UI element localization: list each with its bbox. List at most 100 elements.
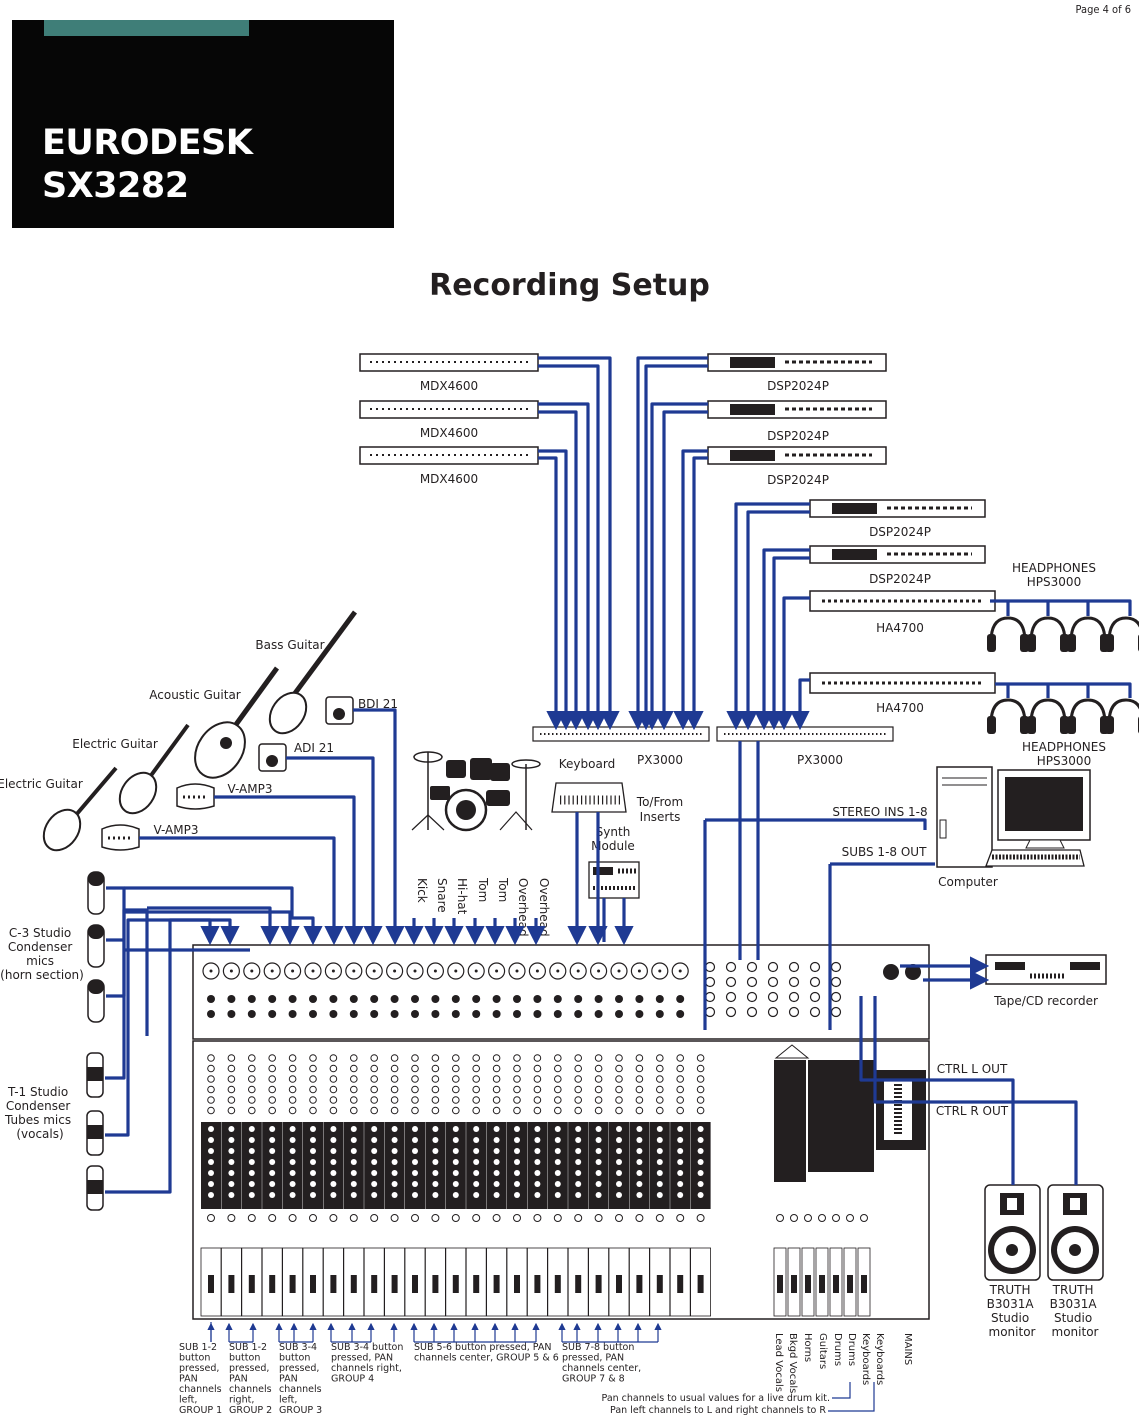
- ctrl-l-out-label: CTRL L OUT: [937, 1062, 1008, 1076]
- acoustic-guitar-icon: [194, 666, 280, 779]
- mixer-channel-strip: [567, 962, 589, 1317]
- dsp2024p-units: DSP2024P DSP2024P DSP2024P DSP2024P DSP2…: [707, 353, 986, 586]
- mixer-channel-strip: [649, 962, 671, 1317]
- px3000-label: PX3000: [797, 753, 843, 767]
- mdx4600-units: MDX4600 MDX4600 MDX4600: [359, 353, 539, 486]
- synth-module-label: Module: [591, 839, 635, 853]
- ha4700-unit: [809, 590, 996, 612]
- ha4700-units: HA4700 HA4700: [809, 590, 996, 715]
- px3000-patchbays: PX3000 PX3000 To/From Inserts: [532, 726, 894, 824]
- mixer-channel-strip: [608, 962, 630, 1317]
- c3-condenser-mic-icon: [87, 979, 105, 1023]
- mains-channel-label: Horns: [802, 1333, 813, 1362]
- pan-note-1: Pan channels to usual values for a live …: [602, 1393, 830, 1404]
- mains-channel-label: Keyboards: [874, 1333, 885, 1385]
- v-amp3-label: V-AMP3: [153, 823, 198, 837]
- headphones-icon: [1067, 616, 1109, 652]
- headphones-model-top: HPS3000: [1027, 575, 1081, 589]
- mdx4600-unit: [359, 353, 539, 372]
- mains-channel-label: Guitars: [817, 1333, 828, 1369]
- mixer-console: [192, 944, 930, 1320]
- ctrl-r-out-label: CTRL R OUT: [936, 1104, 1009, 1118]
- dsp2024p-label: DSP2024P: [767, 473, 829, 487]
- mixer-channel-strip: [588, 962, 609, 1317]
- t1-tube-mic-icon: [86, 1165, 104, 1211]
- c3-condenser-mic-icon: [87, 924, 105, 968]
- signal-cables: [105, 356, 1132, 1194]
- mains-channel-label: Keyboards: [860, 1333, 871, 1385]
- mdx4600-unit: [359, 446, 539, 465]
- mixer-channel-strip: [261, 962, 283, 1317]
- drum-channel-label: Overhead: [537, 878, 551, 937]
- ha4700-label: HA4700: [876, 701, 924, 715]
- mixer-channel-strip: [363, 962, 385, 1317]
- group-label-4: SUB 3-4 button pressed, PAN channels rig…: [331, 1342, 406, 1385]
- v-amp3-pedal: [176, 783, 215, 810]
- headphones-icon: [987, 698, 1029, 734]
- mains-channel-label: Drums: [846, 1333, 857, 1366]
- mixer-channel-strip: [486, 962, 508, 1317]
- c3-condenser-mic-icon: [87, 871, 105, 915]
- group-label-5-6: SUB 5-6 button pressed, PAN channels cen…: [414, 1342, 559, 1364]
- tape-cd-label: Tape/CD recorder: [993, 994, 1098, 1008]
- mains-channel-label: Drums: [832, 1333, 843, 1366]
- tape-cd-recorder: Tape/CD recorder: [985, 954, 1107, 1008]
- headphones-icon: [987, 616, 1029, 652]
- electric-guitar-icon: [118, 723, 190, 815]
- t1-tube-mic-icon: [86, 1052, 104, 1098]
- adi21-label: ADI 21: [294, 741, 334, 755]
- mdx4600-label: MDX4600: [420, 472, 478, 486]
- dsp2024p-label: DSP2024P: [767, 429, 829, 443]
- mdx4600-unit: [359, 400, 539, 419]
- electric-guitar-icon: [42, 766, 118, 852]
- drum-channel-label: Kick: [415, 878, 429, 903]
- dsp2024p-label: DSP2024P: [767, 379, 829, 393]
- keyboard-label: Keyboard: [559, 757, 615, 771]
- product-title: EURODESK SX3282: [42, 122, 253, 208]
- dsp2024p-label: DSP2024P: [869, 572, 931, 586]
- electric-guitar-label: Electric Guitar: [0, 777, 83, 791]
- studio-monitor-left: [984, 1184, 1041, 1281]
- mixer-channel-strip: [506, 962, 528, 1317]
- pan-note-2: Pan left channels to L and right channel…: [610, 1405, 826, 1415]
- headphones-group: HEADPHONES HPS3000 HEADPHONES HPS3000: [987, 561, 1139, 768]
- t1-mics-label: T-1 Studio Condenser Tubes mics (vocals): [4, 1085, 75, 1141]
- mixer-channel-strip: [669, 962, 691, 1317]
- drum-channel-label: Snare: [435, 878, 449, 913]
- mains-channel-label: MAINS: [902, 1333, 913, 1365]
- monitor-label: TRUTH B3031A Studio monitor: [987, 1283, 1038, 1339]
- drum-channel-label: Tom: [476, 877, 490, 902]
- headphones-icon-set: [987, 616, 1139, 734]
- px3000-label: PX3000: [637, 753, 683, 767]
- bdi21-label: BDI 21: [358, 697, 398, 711]
- dsp2024p-unit: [707, 353, 887, 372]
- subs-out-label: SUBS 1-8 OUT: [842, 845, 927, 859]
- to-from-inserts-label: Inserts: [640, 810, 681, 824]
- product-name-line2: SX3282: [42, 166, 189, 206]
- electric-guitar-label: Electric Guitar: [72, 737, 158, 751]
- computer-device: Computer STEREO INS 1-8 SUBS 1-8 OUT: [832, 766, 1091, 889]
- mdx4600-label: MDX4600: [420, 379, 478, 393]
- group-label-1: SUB 1-2 button pressed, PAN channels lef…: [179, 1342, 225, 1415]
- page-number: Page 4 of 6: [1075, 3, 1131, 16]
- group-label-3: SUB 3-4 button pressed, PAN channels lef…: [279, 1342, 325, 1415]
- mixer-channel-strip: [424, 962, 446, 1317]
- mixer-channel-strip: [547, 962, 569, 1317]
- dsp2024p-unit: [809, 545, 986, 564]
- page-heading: Recording Setup: [429, 268, 710, 303]
- drum-channel-label: Tom: [496, 877, 510, 902]
- mixer-channel-strip: [343, 962, 365, 1317]
- studio-monitor-right: [1047, 1184, 1104, 1281]
- t1-tube-mic-icon: [86, 1110, 104, 1156]
- headphones-model-bottom: HPS3000: [1037, 754, 1091, 768]
- instruments: Bass Guitar Acoustic Guitar Electric Gui…: [0, 610, 398, 1211]
- headphones-icon: [1067, 698, 1109, 734]
- mixer-channel-strip: [384, 962, 406, 1317]
- mixer-channel-strip: [445, 962, 467, 1317]
- mixer-top-panel: [192, 944, 930, 1040]
- ha4700-unit: [809, 672, 996, 694]
- c3-mics-label: C-3 Studio Condenser mics (horn section): [0, 926, 84, 982]
- v-amp3-label: V-AMP3: [227, 782, 272, 796]
